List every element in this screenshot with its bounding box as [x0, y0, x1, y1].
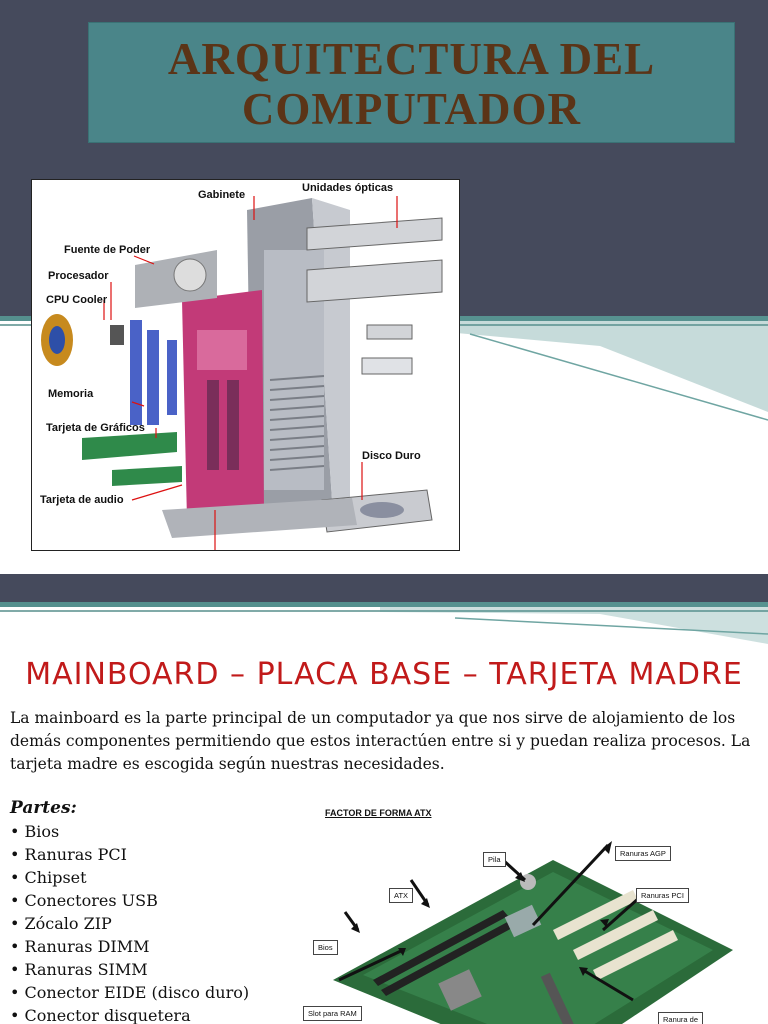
label-memoria: Memoria — [48, 388, 93, 400]
intro-paragraph: La mainboard es la parte principal de un… — [10, 707, 762, 776]
label-disco-duro: Disco Duro — [362, 450, 421, 462]
title-line-1: ARQUITECTURA DEL — [88, 34, 735, 84]
label-procesador: Procesador — [48, 270, 109, 282]
list-item: Ranuras PCI — [10, 843, 249, 866]
list-item: Ranuras DIMM — [10, 935, 249, 958]
board-label-ranura-de: Ranura de — [658, 1012, 703, 1024]
list-item: Conector EIDE (disco duro) — [10, 981, 249, 1004]
board-label-slot-ram: Slot para RAM — [303, 1006, 362, 1021]
board-label-atx: ATX — [389, 888, 413, 903]
board-label-ranuras-pci: Ranuras PCI — [636, 888, 689, 903]
board-label-bios: Bios — [313, 940, 338, 955]
partes-list: Bios Ranuras PCI Chipset Conectores USB … — [10, 820, 249, 1024]
label-fuente-de-poder: Fuente de Poder — [64, 244, 150, 256]
partes-title: Partes: — [10, 797, 77, 819]
board-label-ranuras-agp: Ranuras AGP — [615, 846, 671, 861]
motherboard-diagram: FACTOR DE FORMA ATX Pila Ranuras AGP ATX… — [303, 800, 768, 1024]
motherboard-illustration — [303, 800, 768, 1024]
list-item: Chipset — [10, 866, 249, 889]
label-gabinete: Gabinete — [198, 189, 245, 201]
label-unidades-opticas: Unidades ópticas — [302, 182, 393, 194]
slide-title: ARQUITECTURA DEL COMPUTADOR — [88, 34, 735, 134]
slide-mainboard: MAINBOARD – PLACA BASE – TARJETA MADRE L… — [0, 574, 768, 1024]
title-box: ARQUITECTURA DEL COMPUTADOR — [88, 22, 735, 143]
list-item: Ranuras SIMM — [10, 958, 249, 981]
title-line-2: COMPUTADOR — [88, 84, 735, 134]
board-diagram-header: FACTOR DE FORMA ATX — [325, 808, 432, 818]
label-tarjeta-graficos: Tarjeta de Gráficos — [46, 422, 145, 434]
list-item: Bios — [10, 820, 249, 843]
list-item: Conectores USB — [10, 889, 249, 912]
label-tarjeta-audio: Tarjeta de audio — [40, 494, 124, 506]
label-cpu-cooler: CPU Cooler — [46, 294, 107, 306]
decorative-corner — [0, 574, 768, 654]
board-label-pila: Pila — [483, 852, 506, 867]
list-item: Conector disquetera — [10, 1004, 249, 1024]
slide-heading: MAINBOARD – PLACA BASE – TARJETA MADRE — [0, 655, 768, 695]
list-item: Zócalo ZIP — [10, 912, 249, 935]
computer-parts-diagram: Gabinete Unidades ópticas Fuente de Pode… — [31, 179, 460, 551]
slide-arquitectura: ARQUITECTURA DEL COMPUTADOR — [0, 0, 768, 574]
